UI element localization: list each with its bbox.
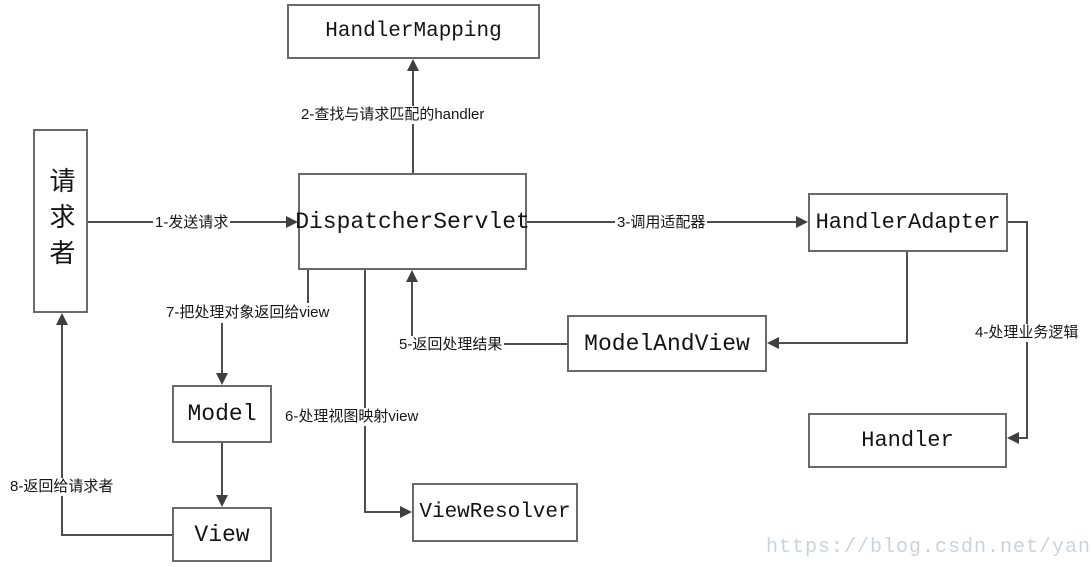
edge-6-line [364,511,402,513]
node-model: Model [172,385,272,443]
edge-model-view-line [221,443,223,497]
edge-8-line [62,534,172,536]
node-model-and-view: ModelAndView [567,315,767,372]
node-view: View [172,507,272,562]
edge-6-line [364,270,366,513]
edge-2-label: 2-查找与请求匹配的handler [299,106,487,124]
node-handler-adapter: HandlerAdapter [808,193,1008,252]
arrowhead-up-icon [56,313,68,325]
edge-6-label: 6-处理视图映射view [283,408,421,426]
arrowhead-down-icon [216,373,228,385]
edge-4-label: 4-处理业务逻辑 [973,324,1081,342]
edge-3-label: 3-调用适配器 [615,214,708,232]
arrowhead-right-icon [400,506,412,518]
edge-1-label: 1-发送请求 [153,214,231,232]
arrowhead-left-icon [767,337,779,349]
node-handler-mapping: HandlerMapping [287,4,540,59]
arrowhead-right-icon [286,216,298,228]
edge-adapter-mav-line [779,342,908,344]
node-handler: Handler [808,413,1007,468]
edge-adapter-mav-line [906,252,908,344]
watermark-url: https://blog.csdn.net/yanweihpu [766,536,1091,559]
edge-7-label: 7-把处理对象返回给view [164,304,332,322]
edge-8-label: 8-返回给请求者 [8,478,116,496]
node-view-resolver: ViewResolver [412,483,578,542]
edge-4-line [1019,437,1028,439]
arrowhead-up-icon [407,59,419,71]
node-requester: 请求者 [33,129,88,313]
edge-5-line [411,282,413,345]
arrowhead-up-icon [406,270,418,282]
edge-8-line [61,324,63,536]
node-dispatcher-servlet: DispatcherServlet [295,173,530,270]
edge-7-line [221,323,223,375]
edge-5-label: 5-返回处理结果 [397,336,505,354]
arrowhead-down-icon [216,495,228,507]
arrowhead-left-icon [1007,432,1019,444]
arrowhead-right-icon [796,216,808,228]
edge-4-line [1008,221,1028,223]
edge-7-line [307,270,309,303]
